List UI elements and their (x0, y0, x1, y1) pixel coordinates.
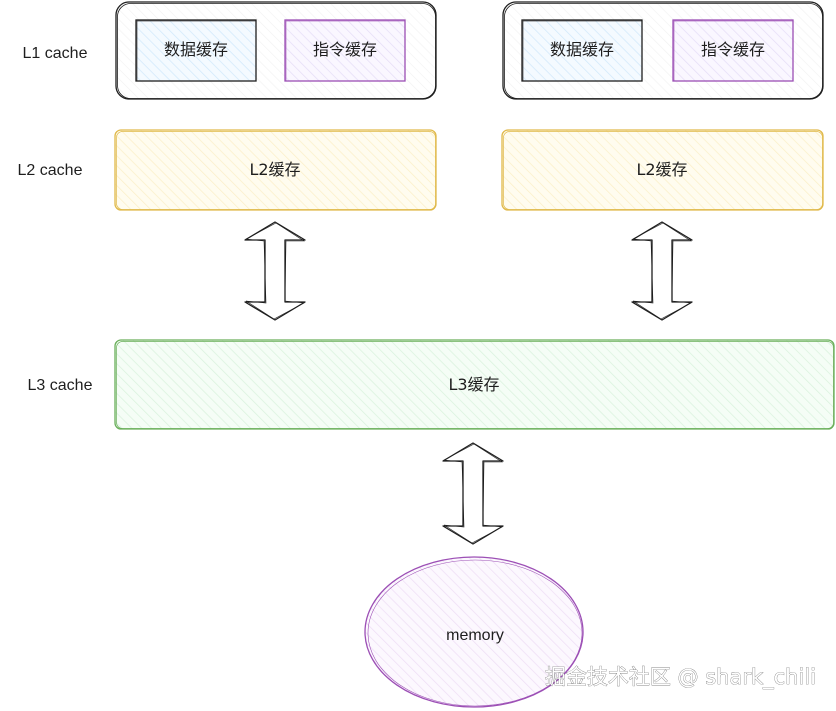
core-2: 数据缓存 指令缓存 L2缓存 (501, 1, 824, 321)
core-1: 数据缓存 指令缓存 L2缓存 (114, 1, 437, 321)
instruction-cache-box: 指令缓存 (672, 19, 794, 82)
memory-ellipse: memory (364, 556, 584, 708)
watermark: 掘金技术社区 @ shark_chili (545, 665, 816, 690)
l2-cache-box: L2缓存 (114, 129, 437, 211)
l2-cache-box: L2缓存 (501, 129, 824, 211)
l3-cache-box: L3缓存 (114, 339, 835, 430)
row-label-l3: L3 cache (28, 377, 93, 394)
memory-label: memory (446, 627, 504, 644)
instruction-cache-box: 指令缓存 (284, 19, 406, 82)
l2-l3-arrow-icon (244, 221, 306, 321)
l2-cache-label: L2缓存 (249, 160, 300, 179)
data-cache-label: 数据缓存 (550, 40, 614, 59)
l3-cache-label: L3缓存 (448, 375, 499, 394)
data-cache-box: 数据缓存 (521, 19, 643, 82)
instruction-cache-label: 指令缓存 (313, 40, 377, 59)
l2-cache-label: L2缓存 (636, 160, 687, 179)
l2-l3-arrow-icon (631, 221, 693, 321)
l3-memory-arrow-icon (442, 442, 504, 545)
row-label-l2: L2 cache (18, 162, 83, 179)
instruction-cache-label: 指令缓存 (701, 40, 765, 59)
row-label-l1: L1 cache (23, 45, 88, 62)
data-cache-box: 数据缓存 (135, 19, 257, 82)
data-cache-label: 数据缓存 (164, 40, 228, 59)
